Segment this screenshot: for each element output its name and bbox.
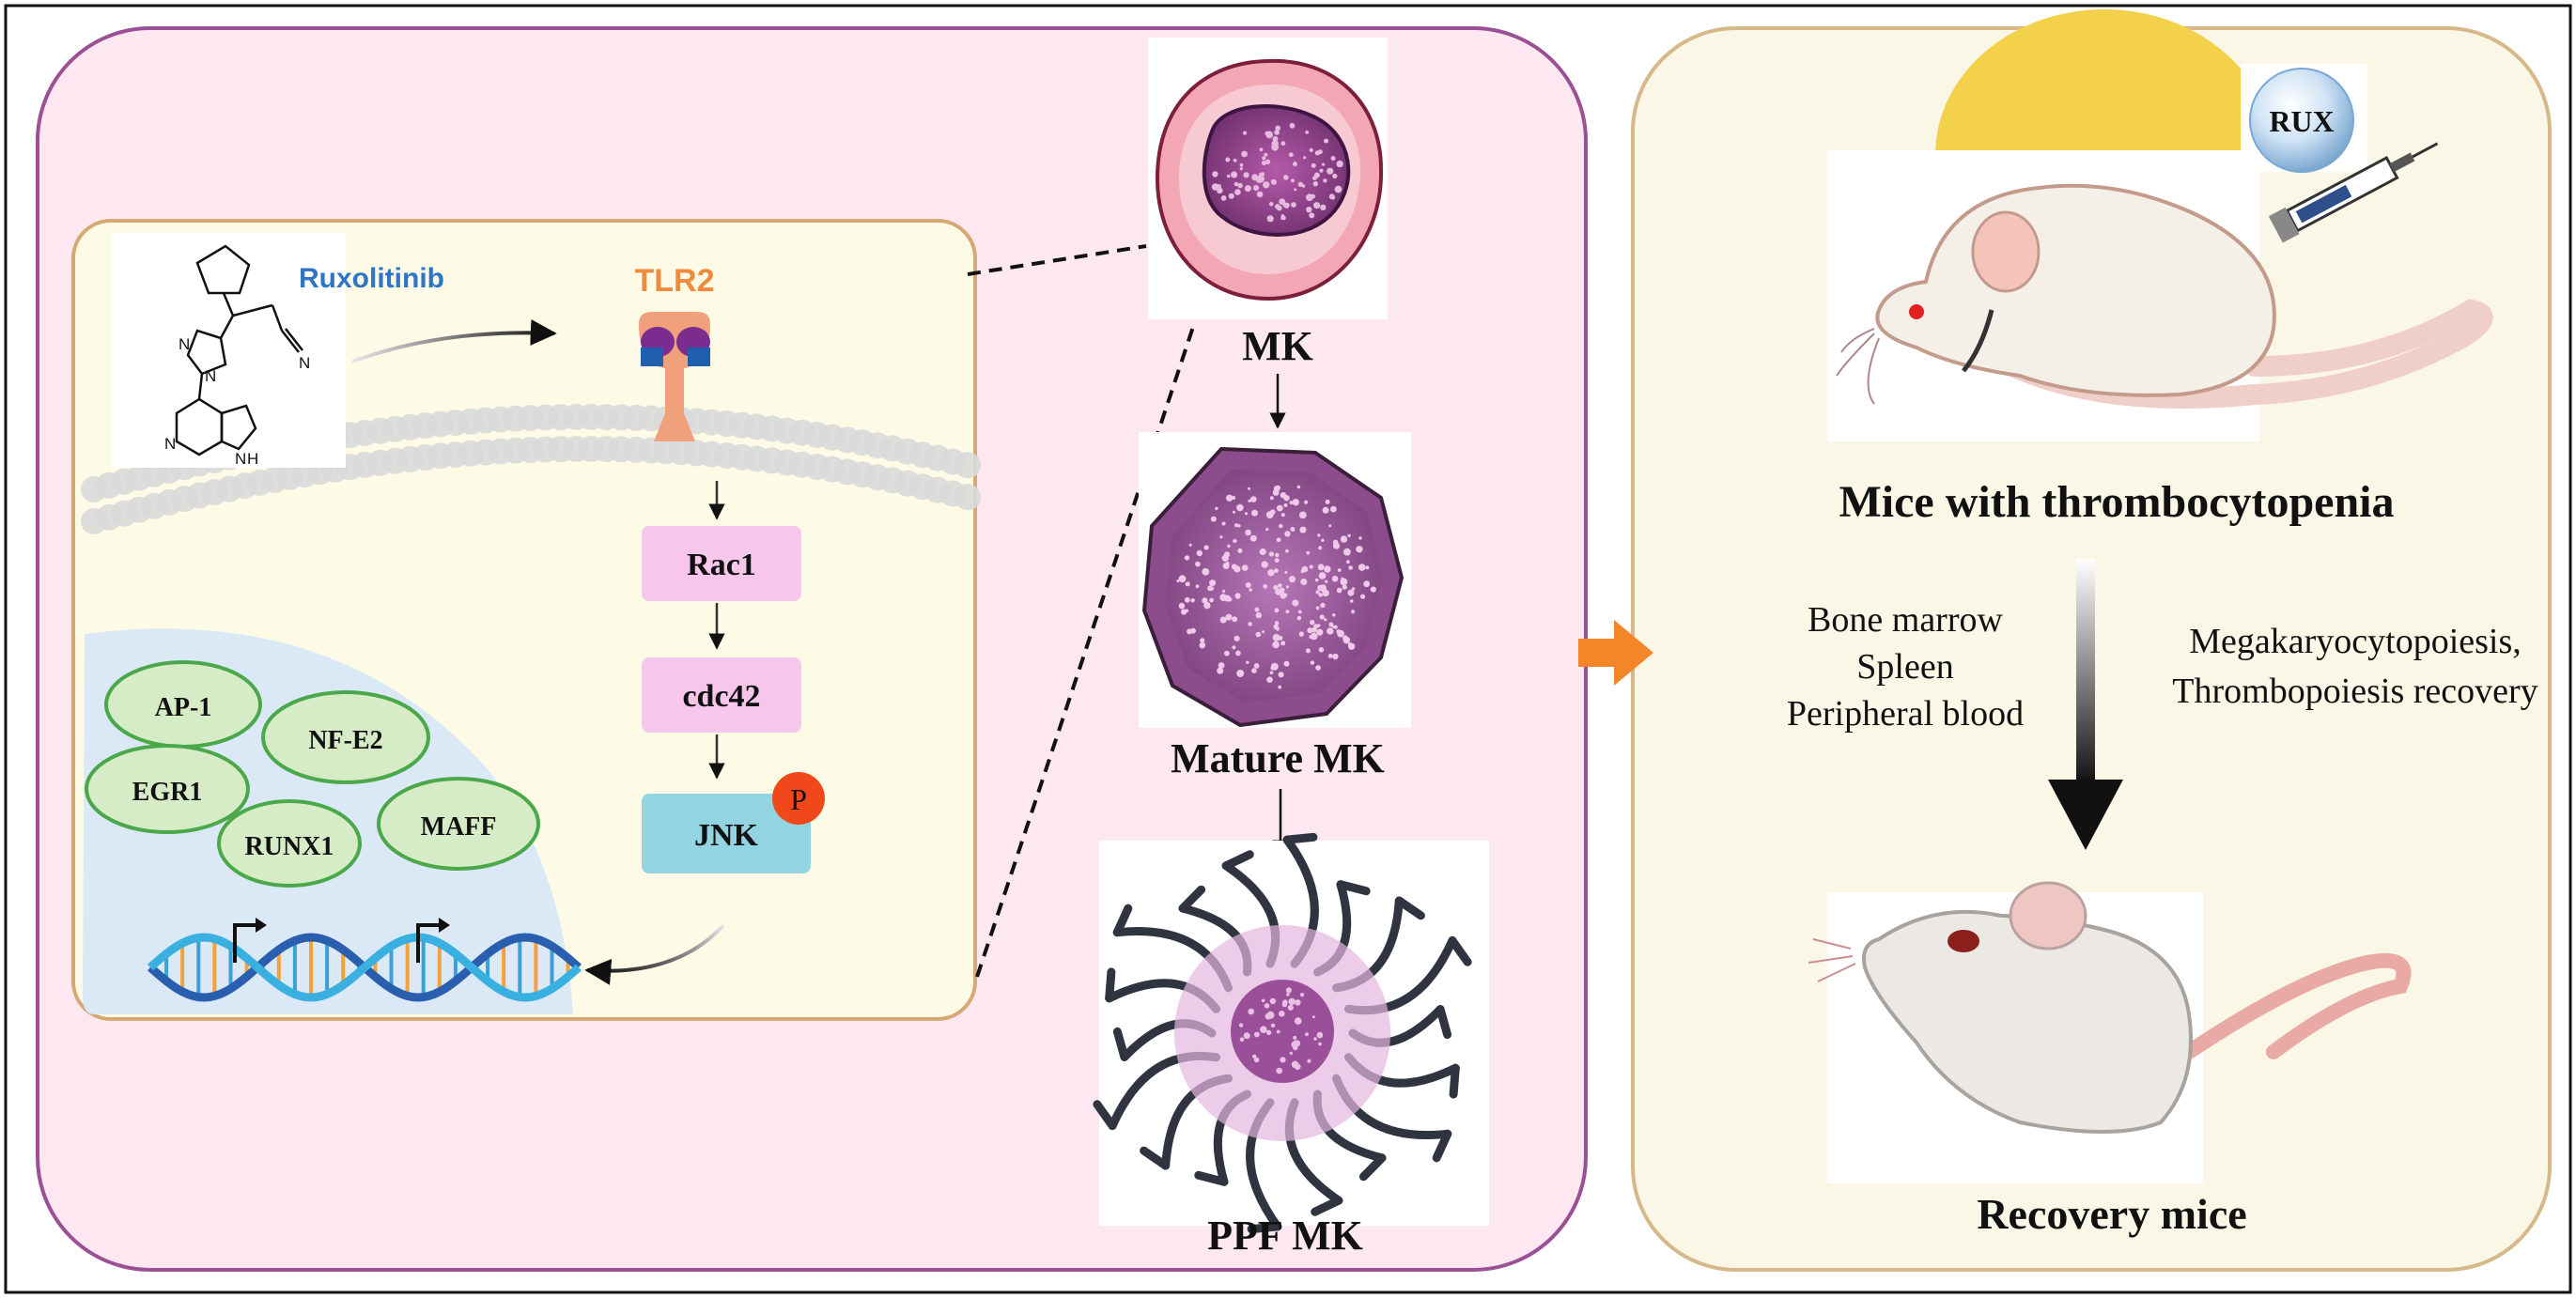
tf-label: AP-1 [155, 693, 212, 722]
tissue-label: Bone marrow [1808, 600, 2003, 640]
outcome-label: Megakaryocytopoiesis, [2189, 622, 2522, 661]
ppf-mk-label: PPF MK [1207, 1213, 1363, 1259]
outcome-label: Thrombopoiesis recovery [2172, 672, 2537, 711]
atom-n: N [164, 435, 176, 453]
drug-label: Ruxolitinib [299, 263, 444, 294]
diseased-mouse-icon [1827, 150, 2493, 441]
pathway-step-rac1: Rac1 [642, 526, 801, 601]
atom-n: N [178, 335, 190, 353]
phospho-badge [772, 772, 825, 825]
tlr2-receptor-icon [639, 312, 710, 441]
atom-n: N [299, 354, 310, 372]
mature-mk-label: Mature MK [1171, 735, 1385, 781]
phospho-label: P [790, 782, 807, 816]
tf-maff: MAFF [377, 777, 540, 871]
pathway-step-jnk: JNK P [642, 772, 825, 873]
rux-drug-icon: RUX [2241, 64, 2367, 173]
atom-h: H [247, 450, 258, 468]
jnk-to-dna-arrow [584, 923, 725, 985]
ruxolitinib-structure: N N N N N H [111, 233, 346, 468]
tf-nfe2: NF-E2 [261, 690, 430, 784]
atom-n: N [205, 367, 216, 385]
tf-label: NF-E2 [308, 726, 382, 755]
progress-arrow-shaft [2076, 559, 2095, 784]
zoom-line-top [967, 244, 1147, 276]
recovery-mouse-icon [1808, 881, 2412, 1183]
zoom-line-bottom [975, 320, 1197, 978]
cdc42-label: cdc42 [682, 679, 760, 714]
tissue-label: Peripheral blood [1787, 694, 2024, 734]
tf-label: MAFF [421, 812, 497, 842]
rac1-label: Rac1 [687, 548, 756, 582]
background-semicircle [1935, 9, 2273, 155]
diseased-title: Mice with thrombocytopenia [1839, 477, 2394, 527]
ppf-mk-cell-icon [1093, 832, 1489, 1234]
mk-label: MK [1242, 323, 1313, 369]
receptor-label: TLR2 [635, 263, 715, 299]
mk-cell-icon [1148, 38, 1388, 319]
cell-membrane [81, 404, 981, 534]
recovered-title: Recovery mice [1977, 1190, 2246, 1238]
tf-egr1: EGR1 [85, 744, 250, 834]
tf-label: EGR1 [132, 778, 203, 807]
tf-label: RUNX1 [245, 832, 334, 861]
jnk-label: JNK [694, 818, 759, 853]
transcription-factors: AP-1 NF-E2 EGR1 RUNX1 MAFF [85, 660, 540, 888]
dna-helix-icon [147, 918, 582, 1002]
tf-ap1: AP-1 [104, 660, 262, 749]
mature-mk-cell-icon [1139, 432, 1411, 728]
syringe-icon [2268, 142, 2439, 243]
atom-n: N [235, 450, 246, 468]
tissue-label: Spleen [1856, 647, 1953, 687]
pathway-step-cdc42: cdc42 [642, 657, 801, 733]
transition-arrow [1578, 620, 1653, 686]
rux-label: RUX [2269, 104, 2334, 138]
progress-arrow-head [2048, 780, 2123, 850]
tf-runx1: RUNX1 [217, 799, 362, 888]
drug-to-receptor-arrow [351, 318, 557, 363]
